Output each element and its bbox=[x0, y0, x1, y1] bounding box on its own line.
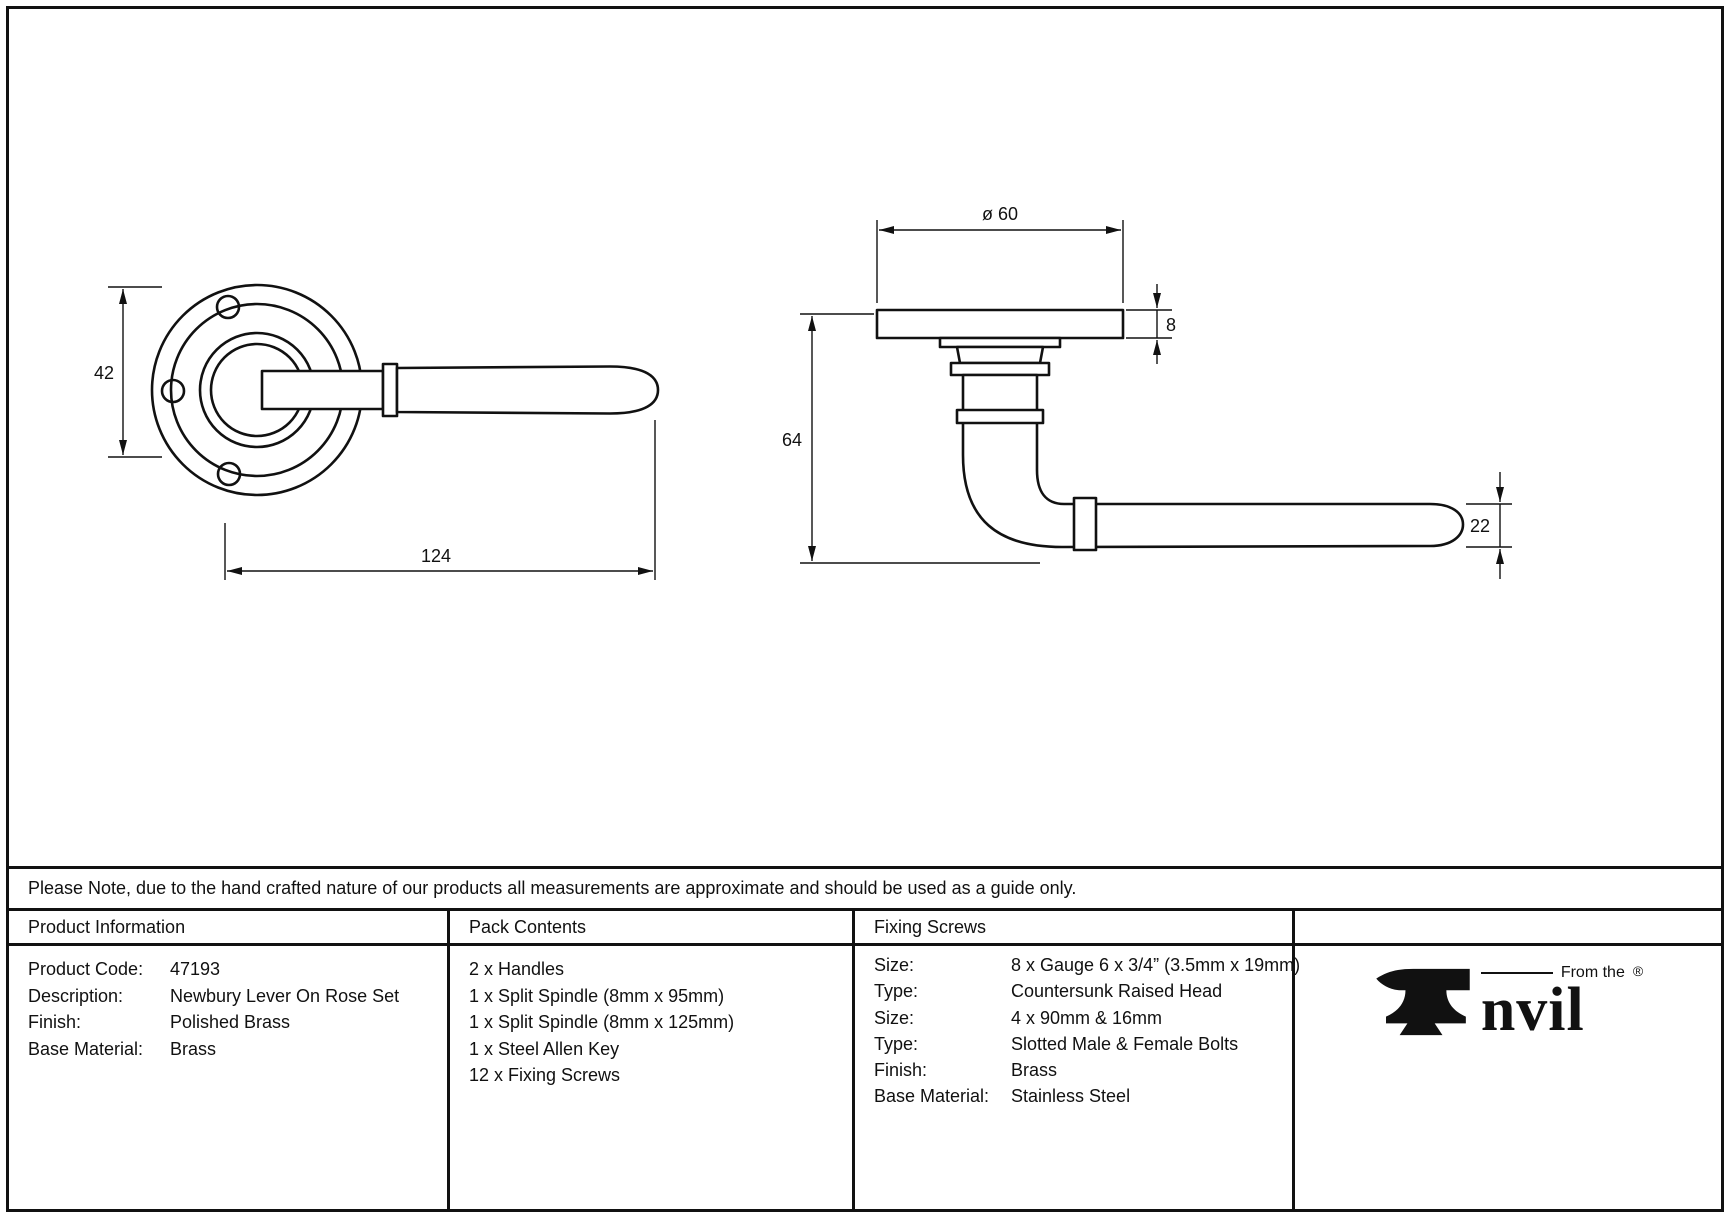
tagline-rule bbox=[1480, 972, 1553, 974]
spec-row: Finish: Polished Brass bbox=[28, 1009, 447, 1036]
spec-value: Brass bbox=[1011, 1060, 1058, 1081]
spec-label: Finish: bbox=[874, 1060, 928, 1081]
logo-text-block: From the ® nvil bbox=[1480, 963, 1644, 1044]
spec-row: Product Code: 47193 bbox=[28, 956, 447, 983]
dim-lever-diameter: 22 bbox=[1470, 516, 1490, 536]
spec-row: Size: 8 x Gauge 6 x 3/4” (3.5mm x 19mm) bbox=[874, 952, 1300, 978]
screw-hole-bottom bbox=[216, 461, 242, 487]
dim-overall-length: 124 bbox=[421, 546, 451, 566]
registered-mark: ® bbox=[1632, 963, 1644, 979]
lever-side-profile bbox=[961, 373, 1465, 549]
logo-tagline: From the bbox=[1560, 964, 1625, 981]
dim-rose-thickness: 8 bbox=[1166, 315, 1176, 335]
spec-row: Type: Countersunk Raised Head bbox=[874, 978, 1292, 1004]
spec-row: Description: Newbury Lever On Rose Set bbox=[28, 983, 447, 1010]
pack-item: 2 x Handles bbox=[469, 959, 565, 979]
spec-value: Countersunk Raised Head bbox=[1011, 981, 1223, 1002]
note-bar: Please Note, due to the hand crafted nat… bbox=[9, 866, 1721, 911]
spec-row: Type: Slotted Male & Female Bolts bbox=[874, 1031, 1292, 1057]
spec-row: Finish: Brass bbox=[874, 1057, 1292, 1083]
spec-label: Size: bbox=[874, 955, 915, 975]
collar-ring-side bbox=[949, 361, 1051, 377]
lever-neck bbox=[260, 369, 385, 411]
spec-row: Base Material: Brass bbox=[28, 1036, 447, 1063]
pack-contents-cell: 2 x Handles 1 x Split Spindle (8mm x 95m… bbox=[450, 946, 855, 1209]
spec-value: Newbury Lever On Rose Set bbox=[170, 985, 400, 1006]
dim-projection: 64 bbox=[782, 430, 802, 450]
spec-value: 4 x 90mm & 16mm bbox=[1011, 1007, 1163, 1028]
spec-table: Product Information Pack Contents Fixing… bbox=[9, 911, 1721, 1209]
screw-hole-left bbox=[160, 378, 186, 404]
pack-item: 1 x Split Spindle (8mm x 95mm) bbox=[469, 985, 725, 1006]
header-pack-contents: Pack Contents bbox=[450, 911, 855, 946]
header-logo-spacer bbox=[1295, 911, 1721, 946]
spec-label: Base Material: bbox=[874, 1086, 990, 1107]
rose-plate-side bbox=[875, 308, 1125, 340]
rose-step bbox=[938, 336, 1062, 349]
arm-collar-side bbox=[1072, 496, 1098, 552]
logo-brand-word: nvil bbox=[1480, 976, 1585, 1044]
logo-cell: From the ® nvil bbox=[1295, 946, 1721, 1209]
lever-ring bbox=[381, 362, 399, 418]
spec-value: Brass bbox=[170, 1038, 217, 1059]
product-information-cell: Product Code: 47193 Description: Newbury… bbox=[9, 946, 450, 1209]
spec-value: Slotted Male & Female Bolts bbox=[1011, 1033, 1239, 1054]
logo-tagline-row: From the ® bbox=[1480, 963, 1644, 982]
pack-item: 1 x Steel Allen Key bbox=[469, 1038, 620, 1059]
spec-label: Type: bbox=[874, 1033, 919, 1054]
rose-taper bbox=[955, 345, 1045, 365]
dimension-labels: 42 124 ø 60 8 64 22 bbox=[94, 204, 1490, 566]
pack-item: 1 x Split Spindle (8mm x 125mm) bbox=[469, 1012, 735, 1033]
header-product-information: Product Information bbox=[9, 911, 450, 946]
spec-row: Size: 4 x 90mm & 16mm bbox=[874, 1005, 1292, 1031]
spec-label: Product Code: bbox=[28, 959, 144, 979]
spec-label: Base Material: bbox=[28, 1038, 144, 1059]
brand-logo: From the ® nvil bbox=[1373, 963, 1644, 1044]
spec-label: Description: bbox=[28, 985, 124, 1006]
screw-hole-top bbox=[215, 294, 241, 320]
spec-row: Base Material: Stainless Steel bbox=[874, 1083, 1292, 1109]
spec-label: Finish: bbox=[28, 1012, 82, 1033]
column-header-label: Fixing Screws bbox=[874, 916, 987, 937]
spec-value: Stainless Steel bbox=[1011, 1086, 1131, 1107]
pack-item: 12 x Fixing Screws bbox=[469, 1065, 621, 1086]
front-view-drawing bbox=[150, 283, 660, 497]
side-view-drawing bbox=[875, 308, 1465, 552]
spec-value: Polished Brass bbox=[170, 1012, 291, 1033]
anvil-icon bbox=[1376, 968, 1470, 1036]
column-header-label: Pack Contents bbox=[469, 916, 587, 937]
spec-value: 8 x Gauge 6 x 3/4” (3.5mm x 19mm) bbox=[1011, 955, 1301, 975]
stem-ring-side bbox=[955, 408, 1045, 425]
dim-rose-height: 42 bbox=[94, 363, 114, 383]
spec-label: Size: bbox=[874, 1007, 915, 1028]
spec-value: 47193 bbox=[170, 959, 221, 979]
header-fixing-screws: Fixing Screws bbox=[855, 911, 1295, 946]
technical-drawing: 42 124 ø 60 8 64 22 bbox=[94, 204, 1512, 580]
spec-label: Type: bbox=[874, 981, 919, 1002]
lever-grip bbox=[395, 365, 660, 415]
dim-rose-diameter: ø 60 bbox=[982, 204, 1018, 224]
column-header-label: Product Information bbox=[28, 916, 186, 937]
dimension-lines bbox=[108, 220, 1512, 580]
note-text: Please Note, due to the hand crafted nat… bbox=[28, 878, 1077, 898]
fixing-screws-cell: Size: 8 x Gauge 6 x 3/4” (3.5mm x 19mm) … bbox=[855, 946, 1300, 1209]
